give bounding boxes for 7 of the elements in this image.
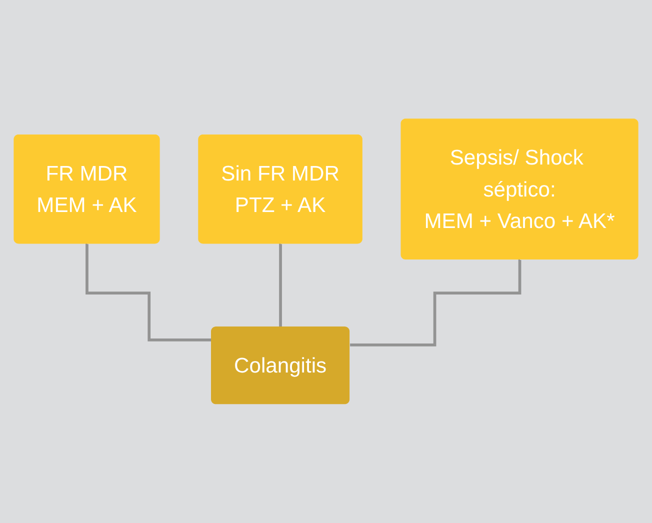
node-box: FR MDR MEM + AK <box>14 134 160 244</box>
node-box: Sepsis/ Shock séptico: MEM + Vanco + AK* <box>400 118 638 260</box>
node-box: Sin FR MDR PTZ + AK <box>198 134 362 244</box>
connector <box>86 242 212 342</box>
connector <box>350 258 522 346</box>
node-box: Colangitis <box>211 326 350 404</box>
connector <box>279 242 282 329</box>
